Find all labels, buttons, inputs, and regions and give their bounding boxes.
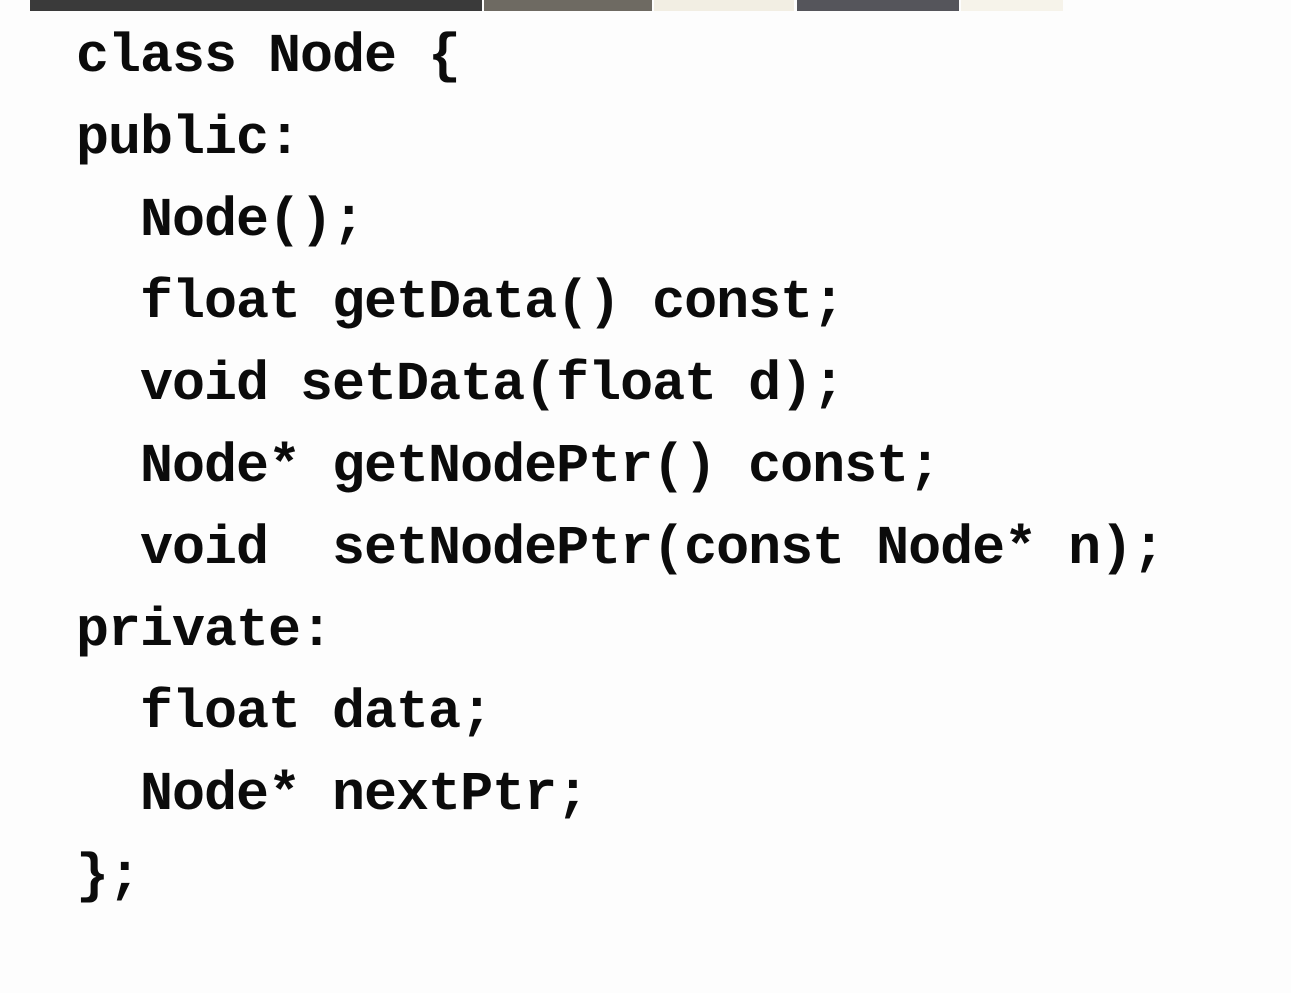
code-line: Node* getNodePtr() const; (76, 435, 941, 498)
code-line: }; (76, 845, 141, 908)
code-block: class Node { public: Node(); float getDat… (76, 16, 1165, 918)
code-line: Node* nextPtr; (76, 763, 589, 826)
code-line: public: (76, 107, 301, 170)
top-strip-bar (30, 0, 482, 11)
top-strip-bar (654, 0, 794, 11)
code-line: float getData() const; (76, 271, 845, 334)
code-line: Node(); (76, 189, 365, 252)
code-line: void setData(float d); (76, 353, 845, 416)
top-strip (0, 0, 1291, 12)
code-line: class Node { (76, 25, 461, 88)
code-line: float data; (76, 681, 493, 744)
code-line: void setNodePtr(const Node* n); (76, 517, 1165, 580)
top-strip-bar (484, 0, 652, 11)
top-strip-bar (961, 0, 1063, 11)
code-line: private: (76, 599, 333, 662)
top-strip-bar (797, 0, 959, 11)
